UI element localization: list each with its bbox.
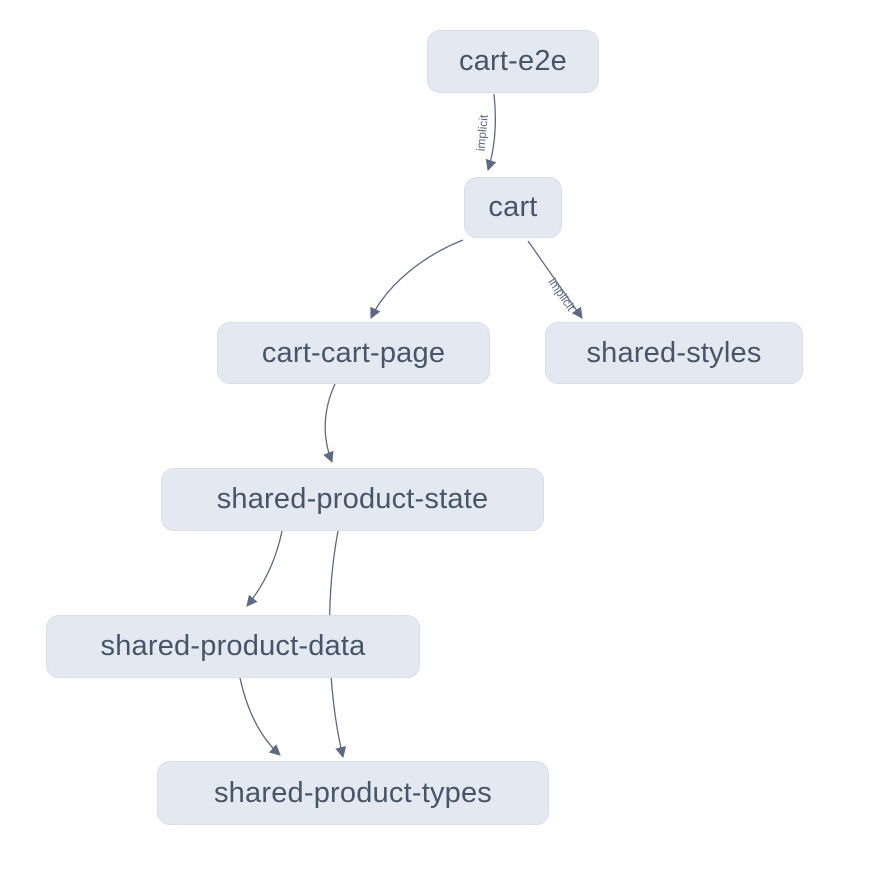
- graph-node-label: shared-product-types: [213, 776, 493, 809]
- graph-node-shared-product-data[interactable]: shared-product-data: [46, 615, 420, 678]
- graph-node-label: cart-cart-page: [261, 336, 446, 369]
- graph-node-label: shared-styles: [586, 336, 762, 369]
- edge-cart-e2e-to-cart: [485, 93, 497, 172]
- edge-shared-product-data-to-shared-product-types: [239, 677, 281, 756]
- graph-node-label: shared-product-state: [216, 483, 489, 515]
- graph-node-cart-cart-page[interactable]: cart-cart-page: [217, 322, 490, 384]
- edge-cart-cart-page-to-shared-product-state: [323, 383, 336, 464]
- edge-cart-to-cart-cart-page: [370, 239, 464, 319]
- graph-node-cart-e2e[interactable]: cart-e2e: [427, 30, 599, 93]
- graph-node-label: shared-product-data: [100, 630, 366, 662]
- graph-node-shared-product-state[interactable]: shared-product-state: [161, 468, 544, 531]
- graph-node-shared-styles[interactable]: shared-styles: [545, 322, 803, 384]
- edge-label-implicit: implicit: [474, 113, 491, 151]
- graph-node-cart[interactable]: cart: [464, 177, 562, 238]
- edge-label-implicit: implicit: [545, 275, 578, 314]
- edge-cart-to-shared-styles: [527, 240, 583, 319]
- graph-node-label: cart-e2e: [459, 45, 567, 77]
- edge-shared-product-state-to-shared-product-data: [246, 530, 283, 607]
- graph-node-shared-product-types[interactable]: shared-product-types: [157, 761, 549, 825]
- graph-node-label: cart: [488, 191, 538, 223]
